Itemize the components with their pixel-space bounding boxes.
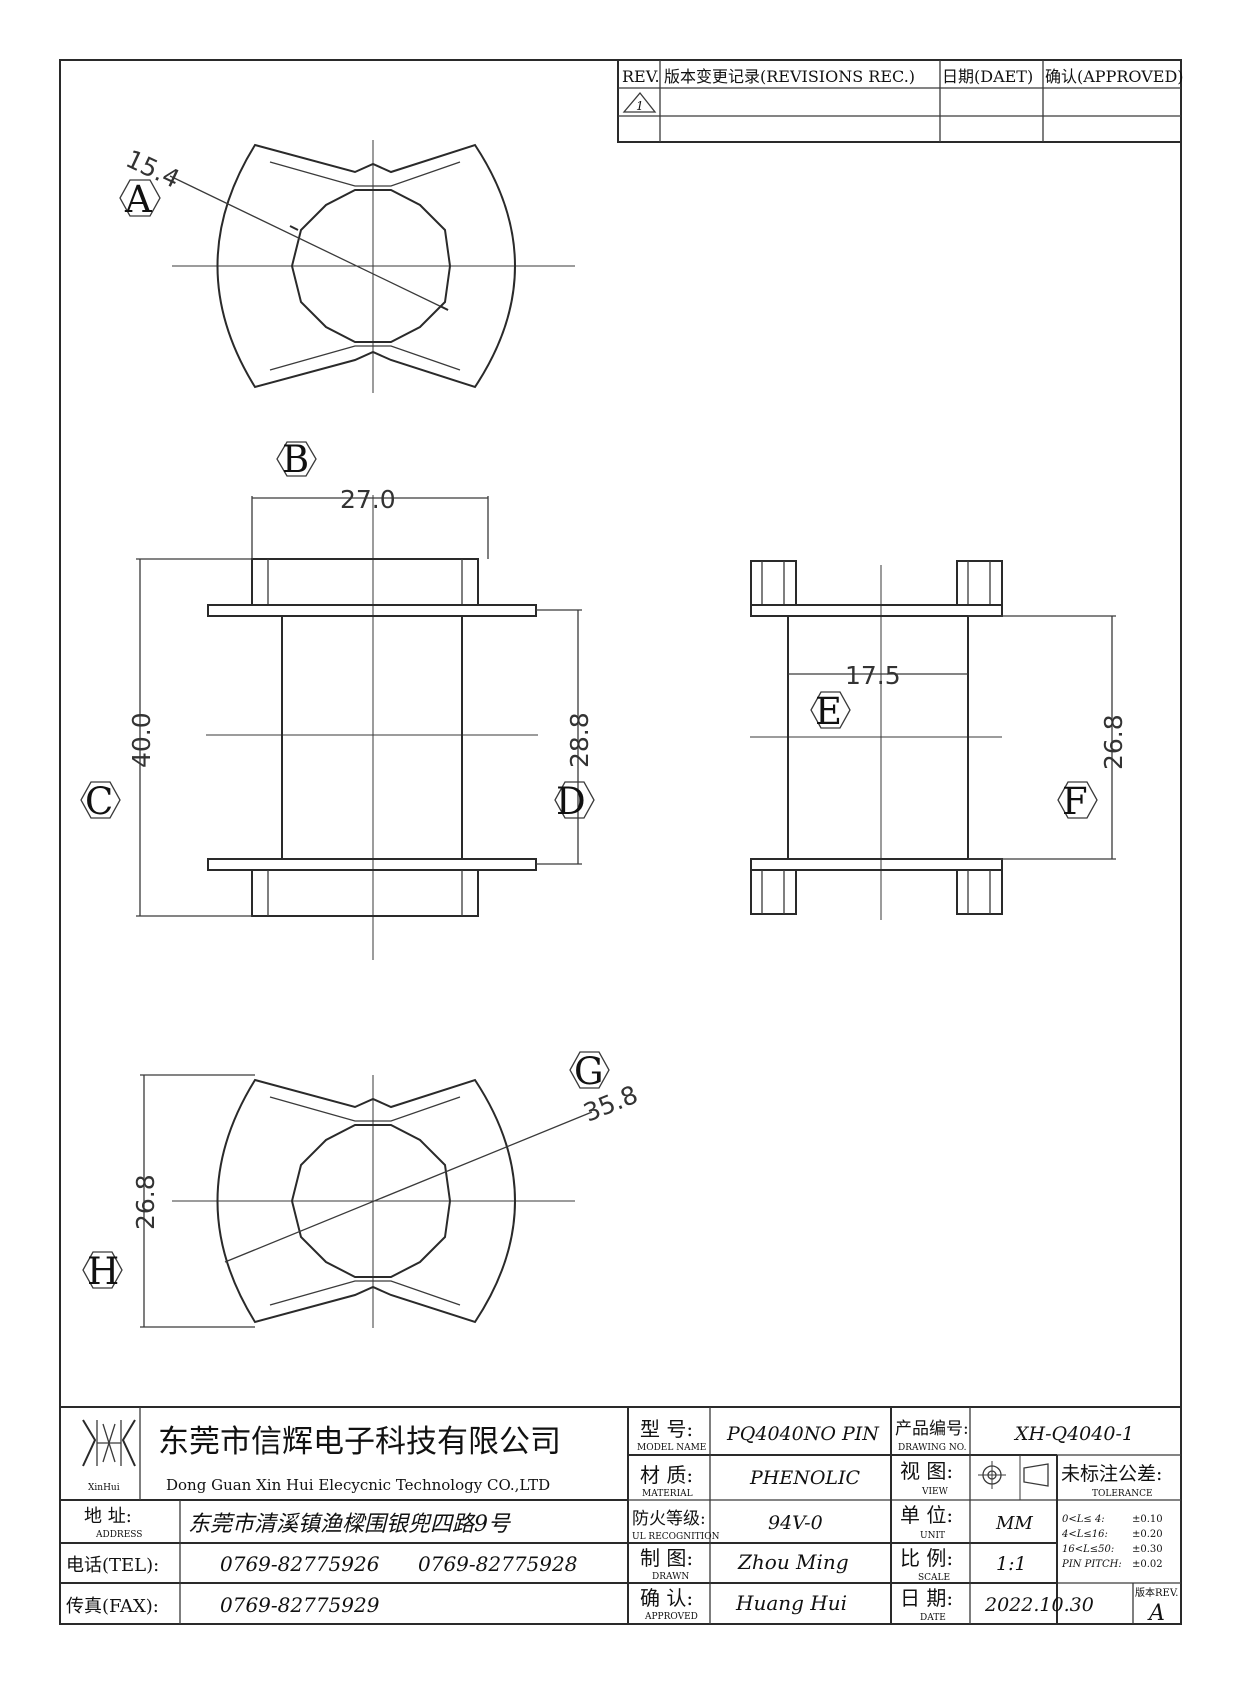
tolerance-value: ±0.20 — [1132, 1529, 1163, 1540]
drawn-label-en: DRAWN — [652, 1572, 689, 1582]
tel-label: 电话(TEL): — [66, 1555, 159, 1576]
material-label-en: MATERIAL — [642, 1489, 693, 1499]
fax-value: 0769-82775929 — [220, 1593, 380, 1617]
approved-header: 确认(APPROVED) — [1045, 67, 1184, 86]
view-front: 27.0 B 40.0 C 28.8 D — [80, 438, 595, 960]
approved-label: 确 认: — [640, 1586, 693, 1610]
label-c: C — [85, 780, 113, 823]
dim-c-value: 40.0 — [127, 712, 156, 768]
fax-label: 传真(FAX): — [66, 1596, 159, 1617]
unit-value: MM — [995, 1513, 1033, 1534]
date-label-en: DATE — [920, 1613, 946, 1623]
rev-value: A — [1147, 1601, 1165, 1626]
dim-h-value: 26.8 — [131, 1174, 160, 1230]
revision-table: REV. 版本变更记录(REVISIONS REC.) 日期(DAET) 确认(… — [617, 59, 1184, 143]
rev-label: 版本REV. — [1135, 1586, 1178, 1599]
rev-mark: 1 — [636, 99, 644, 113]
date-header: 日期(DAET) — [942, 67, 1033, 86]
label-a: A — [124, 178, 153, 221]
drawing-no-label-en: DRAWING NO. — [898, 1443, 967, 1453]
date-label: 日 期: — [900, 1586, 953, 1610]
ul-label-en: UL RECOGNITION — [632, 1532, 720, 1542]
tel-2: 0769-82775928 — [418, 1552, 577, 1576]
rev-header: REV. — [622, 67, 660, 86]
address-label: 地 址: — [84, 1506, 132, 1527]
tolerance-value: ±0.02 — [1132, 1559, 1163, 1570]
tolerance-value: ±0.30 — [1132, 1544, 1163, 1555]
company-logo: XinHui — [82, 1419, 136, 1493]
date-value: 2022.10.30 — [984, 1594, 1094, 1616]
view-label-en: VIEW — [921, 1487, 949, 1497]
revision-triangle-icon — [622, 91, 657, 113]
tolerance-value: ±0.10 — [1132, 1514, 1163, 1525]
model-value: PQ4040NO PIN — [726, 1423, 880, 1445]
first-angle-projection-icon — [978, 1461, 1049, 1489]
tolerance-range: 0<L≤ 4: — [1062, 1514, 1105, 1525]
sheet-border — [59, 59, 1182, 1625]
view-bottom: 35.8 G 26.8 H — [82, 1050, 642, 1328]
view-a: 15.4 A — [119, 140, 575, 393]
label-f: F — [1062, 780, 1088, 823]
unit-label: 单 位: — [900, 1503, 953, 1527]
approved-value: Huang Hui — [735, 1591, 847, 1615]
address-label-en: ADDRESS — [95, 1530, 142, 1540]
label-b: B — [282, 438, 309, 481]
tel-1: 0769-82775926 — [220, 1552, 380, 1576]
view-label: 视 图: — [900, 1459, 953, 1483]
drawing-no-label: 产品编号: — [895, 1419, 969, 1439]
scale-label: 比 例: — [900, 1546, 953, 1570]
company-name-cn: 东莞市信辉电子科技有限公司 — [158, 1424, 561, 1460]
company-name-en: Dong Guan Xin Hui Elecycnic Technology C… — [166, 1476, 550, 1494]
material-label: 材 质: — [640, 1463, 693, 1487]
tolerance-label: 未标注公差: — [1061, 1463, 1162, 1485]
label-e: E — [815, 690, 842, 733]
drawing-no-value: XH-Q4040-1 — [1013, 1423, 1134, 1445]
tolerance-range: 4<L≤16: — [1061, 1529, 1108, 1540]
material-value: PHENOLIC — [749, 1467, 861, 1489]
ul-label: 防火等级: — [632, 1509, 706, 1529]
drawn-value: Zhou Ming — [737, 1550, 849, 1574]
revisions-rec-header: 版本变更记录(REVISIONS REC.) — [664, 67, 915, 86]
tolerance-label-en: TOLERANCE — [1092, 1489, 1153, 1499]
dim-d-value: 28.8 — [565, 712, 594, 768]
title-block: XinHui 东莞市信辉电子科技有限公司 Dong Guan Xin Hui E… — [59, 1406, 1182, 1626]
tolerance-list: 0<L≤ 4: ±0.10 4<L≤16: ±0.20 16<L≤50: ±0.… — [1061, 1514, 1163, 1570]
drawn-label: 制 图: — [640, 1546, 693, 1570]
logo-text: XinHui — [88, 1483, 120, 1493]
view-side: 17.5 E 26.8 F — [750, 560, 1128, 920]
dim-e-value: 17.5 — [845, 661, 901, 690]
unit-label-en: UNIT — [920, 1531, 945, 1541]
scale-label-en: SCALE — [918, 1573, 950, 1583]
dim-f-value: 26.8 — [1099, 714, 1128, 770]
model-label: 型 号: — [640, 1417, 693, 1441]
tolerance-range: 16<L≤50: — [1062, 1544, 1114, 1555]
tolerance-range: PIN PITCH: — [1061, 1559, 1122, 1570]
address-value: 东莞市清溪镇渔樑围银兜四路9号 — [188, 1512, 511, 1537]
scale-value: 1:1 — [996, 1553, 1027, 1575]
label-g: G — [574, 1050, 604, 1093]
label-h: H — [87, 1250, 119, 1293]
approved-label-en: APPROVED — [644, 1612, 698, 1622]
label-d: D — [556, 780, 586, 823]
model-label-en: MODEL NAME — [637, 1443, 706, 1453]
dim-b-value: 27.0 — [340, 485, 396, 514]
ul-value: 94V-0 — [768, 1512, 823, 1534]
